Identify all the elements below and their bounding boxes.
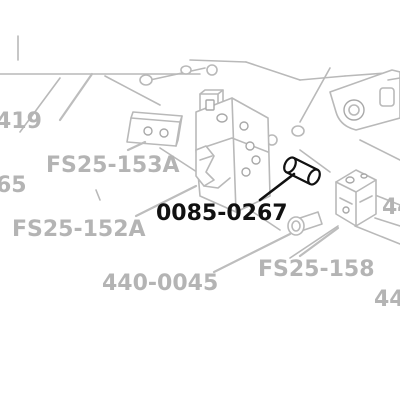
pin-right <box>291 125 305 137</box>
label-fs25-158: FS25-158 <box>258 257 375 282</box>
main-mounting-block <box>195 89 271 213</box>
upper-right-arm <box>329 69 400 131</box>
dowel-pin-0085-0267 <box>283 156 321 186</box>
part-labels: 419 65 FS25-153A FS25-152A 0085-0267 440… <box>0 109 400 312</box>
pin-top-left <box>139 74 153 86</box>
label-440-0045: 440-0045 <box>102 271 218 296</box>
bracket-plate-fs25-153a <box>126 111 183 147</box>
pin-top-mid <box>180 65 192 75</box>
small-pins <box>139 64 305 146</box>
label-419-partial: 419 <box>0 109 42 134</box>
label-44-partial-lower: 44 <box>374 287 400 312</box>
pin-top-right <box>206 64 218 76</box>
screw-440-0045 <box>287 211 323 236</box>
label-fs25-153a: FS25-153A <box>46 153 180 178</box>
clamp-block-fs25-158 <box>335 169 377 227</box>
label-leaders <box>58 72 340 274</box>
label-fs25-152a: FS25-152A <box>12 217 146 242</box>
label-65-partial: 65 <box>0 173 27 198</box>
label-44-partial-upper: 44 <box>382 195 400 220</box>
label-0085-0267: 0085-0267 <box>156 201 288 226</box>
